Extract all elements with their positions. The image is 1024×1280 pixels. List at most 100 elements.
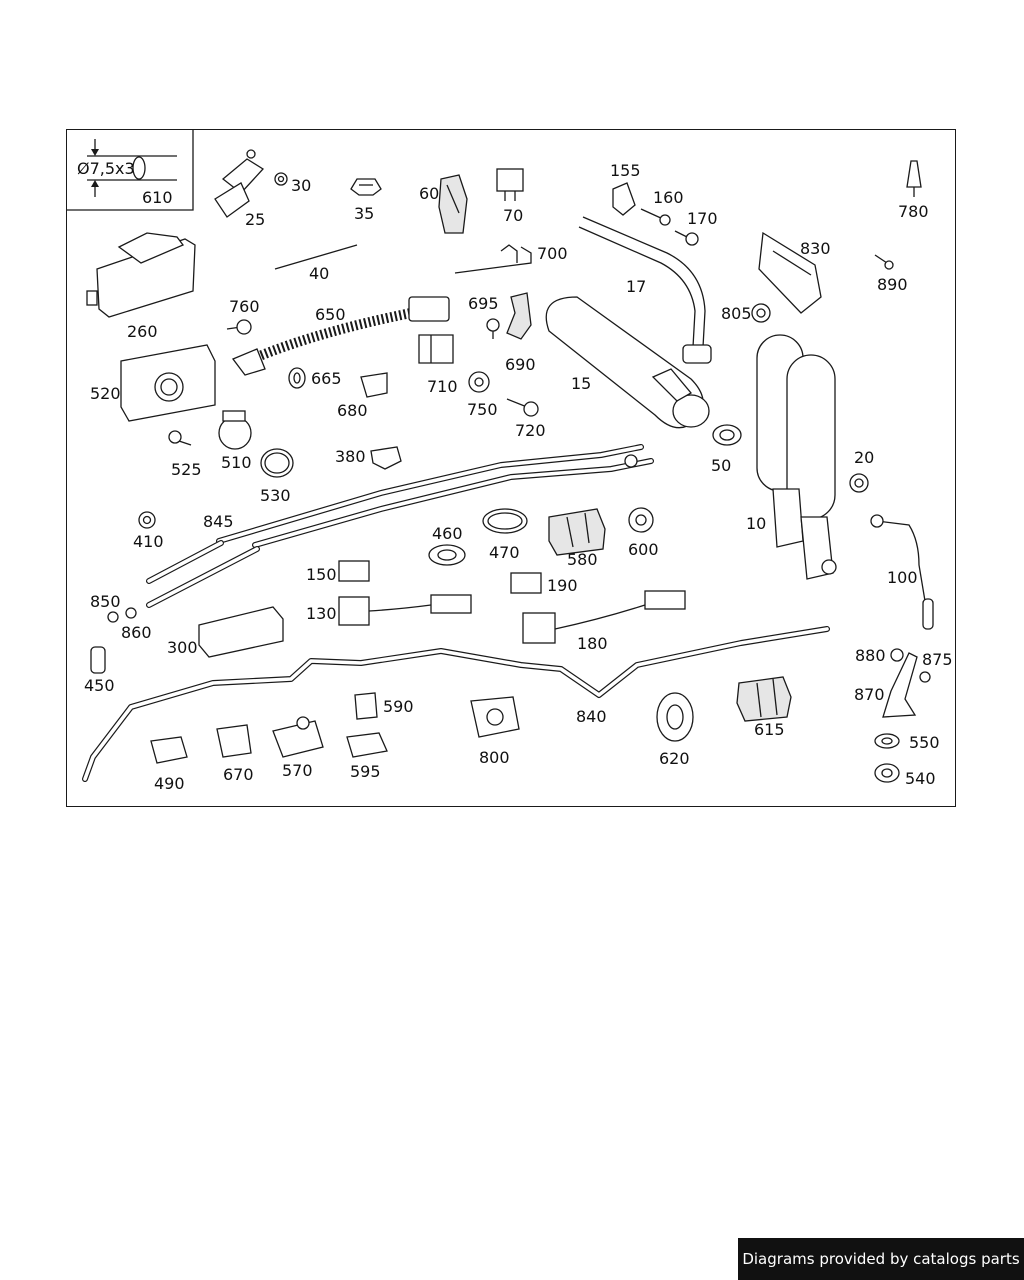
label-150: 150 — [306, 565, 337, 584]
label-170: 170 — [687, 209, 718, 228]
label-760: 760 — [229, 297, 260, 316]
label-590: 590 — [383, 697, 414, 716]
label-780: 780 — [898, 202, 929, 221]
label-180: 180 — [577, 634, 608, 653]
label-850: 850 — [90, 592, 121, 611]
label-665: 665 — [311, 369, 342, 388]
part-410-nut — [138, 511, 156, 529]
part-150-connector — [338, 560, 370, 582]
part-380-clip — [370, 446, 402, 470]
label-610: 610 — [142, 188, 173, 207]
part-70-relay — [496, 168, 524, 201]
part-60-holder — [438, 174, 468, 234]
label-410: 410 — [133, 532, 164, 551]
part-130-connector-cable — [338, 594, 472, 626]
label-600: 600 — [628, 540, 659, 559]
part-10-tank-assembly — [756, 334, 837, 580]
label-20: 20 — [854, 448, 874, 467]
label-25: 25 — [245, 210, 265, 229]
part-650-hose-corrugated — [231, 296, 450, 376]
label-130: 130 — [306, 604, 337, 623]
part-830-bracket — [758, 231, 822, 314]
part-510-plug — [218, 410, 252, 450]
label-800: 800 — [479, 748, 510, 767]
part-50-seal — [712, 424, 742, 446]
part-670-clip — [216, 724, 252, 758]
label-520: 520 — [90, 384, 121, 403]
label-620: 620 — [659, 749, 690, 768]
part-600-grommet — [628, 507, 654, 533]
inset-box-610: Ø7,5x3 610 — [67, 130, 194, 211]
part-40-cable-tie — [274, 244, 358, 270]
label-50: 50 — [711, 456, 731, 475]
part-590-clip — [354, 692, 378, 720]
part-100-sensor-cable — [870, 514, 934, 630]
label-40: 40 — [309, 264, 329, 283]
part-620-damper — [656, 692, 694, 742]
label-460: 460 — [432, 524, 463, 543]
part-615-clip — [736, 676, 792, 722]
callout-labels: 25 30 35 60 70 155 160 170 780 40 700 17… — [84, 161, 953, 793]
part-870-bracket — [882, 652, 918, 718]
label-550: 550 — [909, 733, 940, 752]
part-760-bolt — [226, 319, 252, 335]
part-180-connector-cable — [522, 590, 686, 644]
label-720: 720 — [515, 421, 546, 440]
label-700: 700 — [537, 244, 568, 263]
part-15-air-tank — [545, 296, 710, 429]
part-260-control-unit — [86, 232, 196, 318]
part-875-bolt — [919, 671, 931, 683]
part-470-ring — [482, 508, 528, 534]
part-450-spacer — [90, 646, 106, 674]
label-840: 840 — [576, 707, 607, 726]
footer-credit-banner: Diagrams provided by catalogs parts — [738, 1238, 1024, 1280]
label-750: 750 — [467, 400, 498, 419]
label-830: 830 — [800, 239, 831, 258]
parts-diagram-frame: Ø7,5x3 610 — [66, 129, 956, 807]
label-190: 190 — [547, 576, 578, 595]
part-680-clip — [360, 372, 388, 398]
label-70: 70 — [503, 206, 523, 225]
part-780-plug — [906, 160, 922, 197]
part-700-bracket — [454, 244, 532, 274]
part-160-screw — [640, 208, 671, 226]
part-20-nut — [849, 473, 869, 493]
part-300-module — [198, 606, 284, 658]
part-800-clip — [470, 696, 520, 738]
parts-diagram: Ø7,5x3 610 — [67, 130, 953, 793]
part-665-grommet — [288, 367, 306, 389]
part-530-cap — [260, 448, 294, 478]
part-695-bolt — [486, 318, 500, 339]
label-595: 595 — [350, 762, 381, 781]
part-805-nut — [751, 303, 771, 323]
part-25-sensor — [214, 149, 265, 218]
label-300: 300 — [167, 638, 198, 657]
label-160: 160 — [653, 188, 684, 207]
part-520-plate — [120, 344, 216, 422]
label-100: 100 — [887, 568, 918, 587]
label-490: 490 — [154, 774, 185, 793]
part-190-connector — [510, 572, 542, 594]
part-595-clip — [346, 732, 388, 758]
part-550-washer — [874, 733, 900, 749]
label-615: 615 — [754, 720, 785, 739]
label-15: 15 — [571, 374, 591, 393]
label-380: 380 — [335, 447, 366, 466]
label-880: 880 — [855, 646, 886, 665]
label-60: 60 — [419, 184, 439, 203]
part-840-line — [82, 626, 830, 782]
label-525: 525 — [171, 460, 202, 479]
part-580-clip — [548, 508, 606, 556]
part-880-washer — [890, 648, 904, 662]
part-860-fitting — [125, 607, 137, 619]
label-155: 155 — [610, 161, 641, 180]
label-690: 690 — [505, 355, 536, 374]
label-860: 860 — [121, 623, 152, 642]
part-890-screw — [874, 254, 894, 270]
label-540: 540 — [905, 769, 936, 788]
label-875: 875 — [922, 650, 953, 669]
label-695: 695 — [468, 294, 499, 313]
label-10: 10 — [746, 514, 766, 533]
label-30: 30 — [291, 176, 311, 195]
label-450: 450 — [84, 676, 115, 695]
